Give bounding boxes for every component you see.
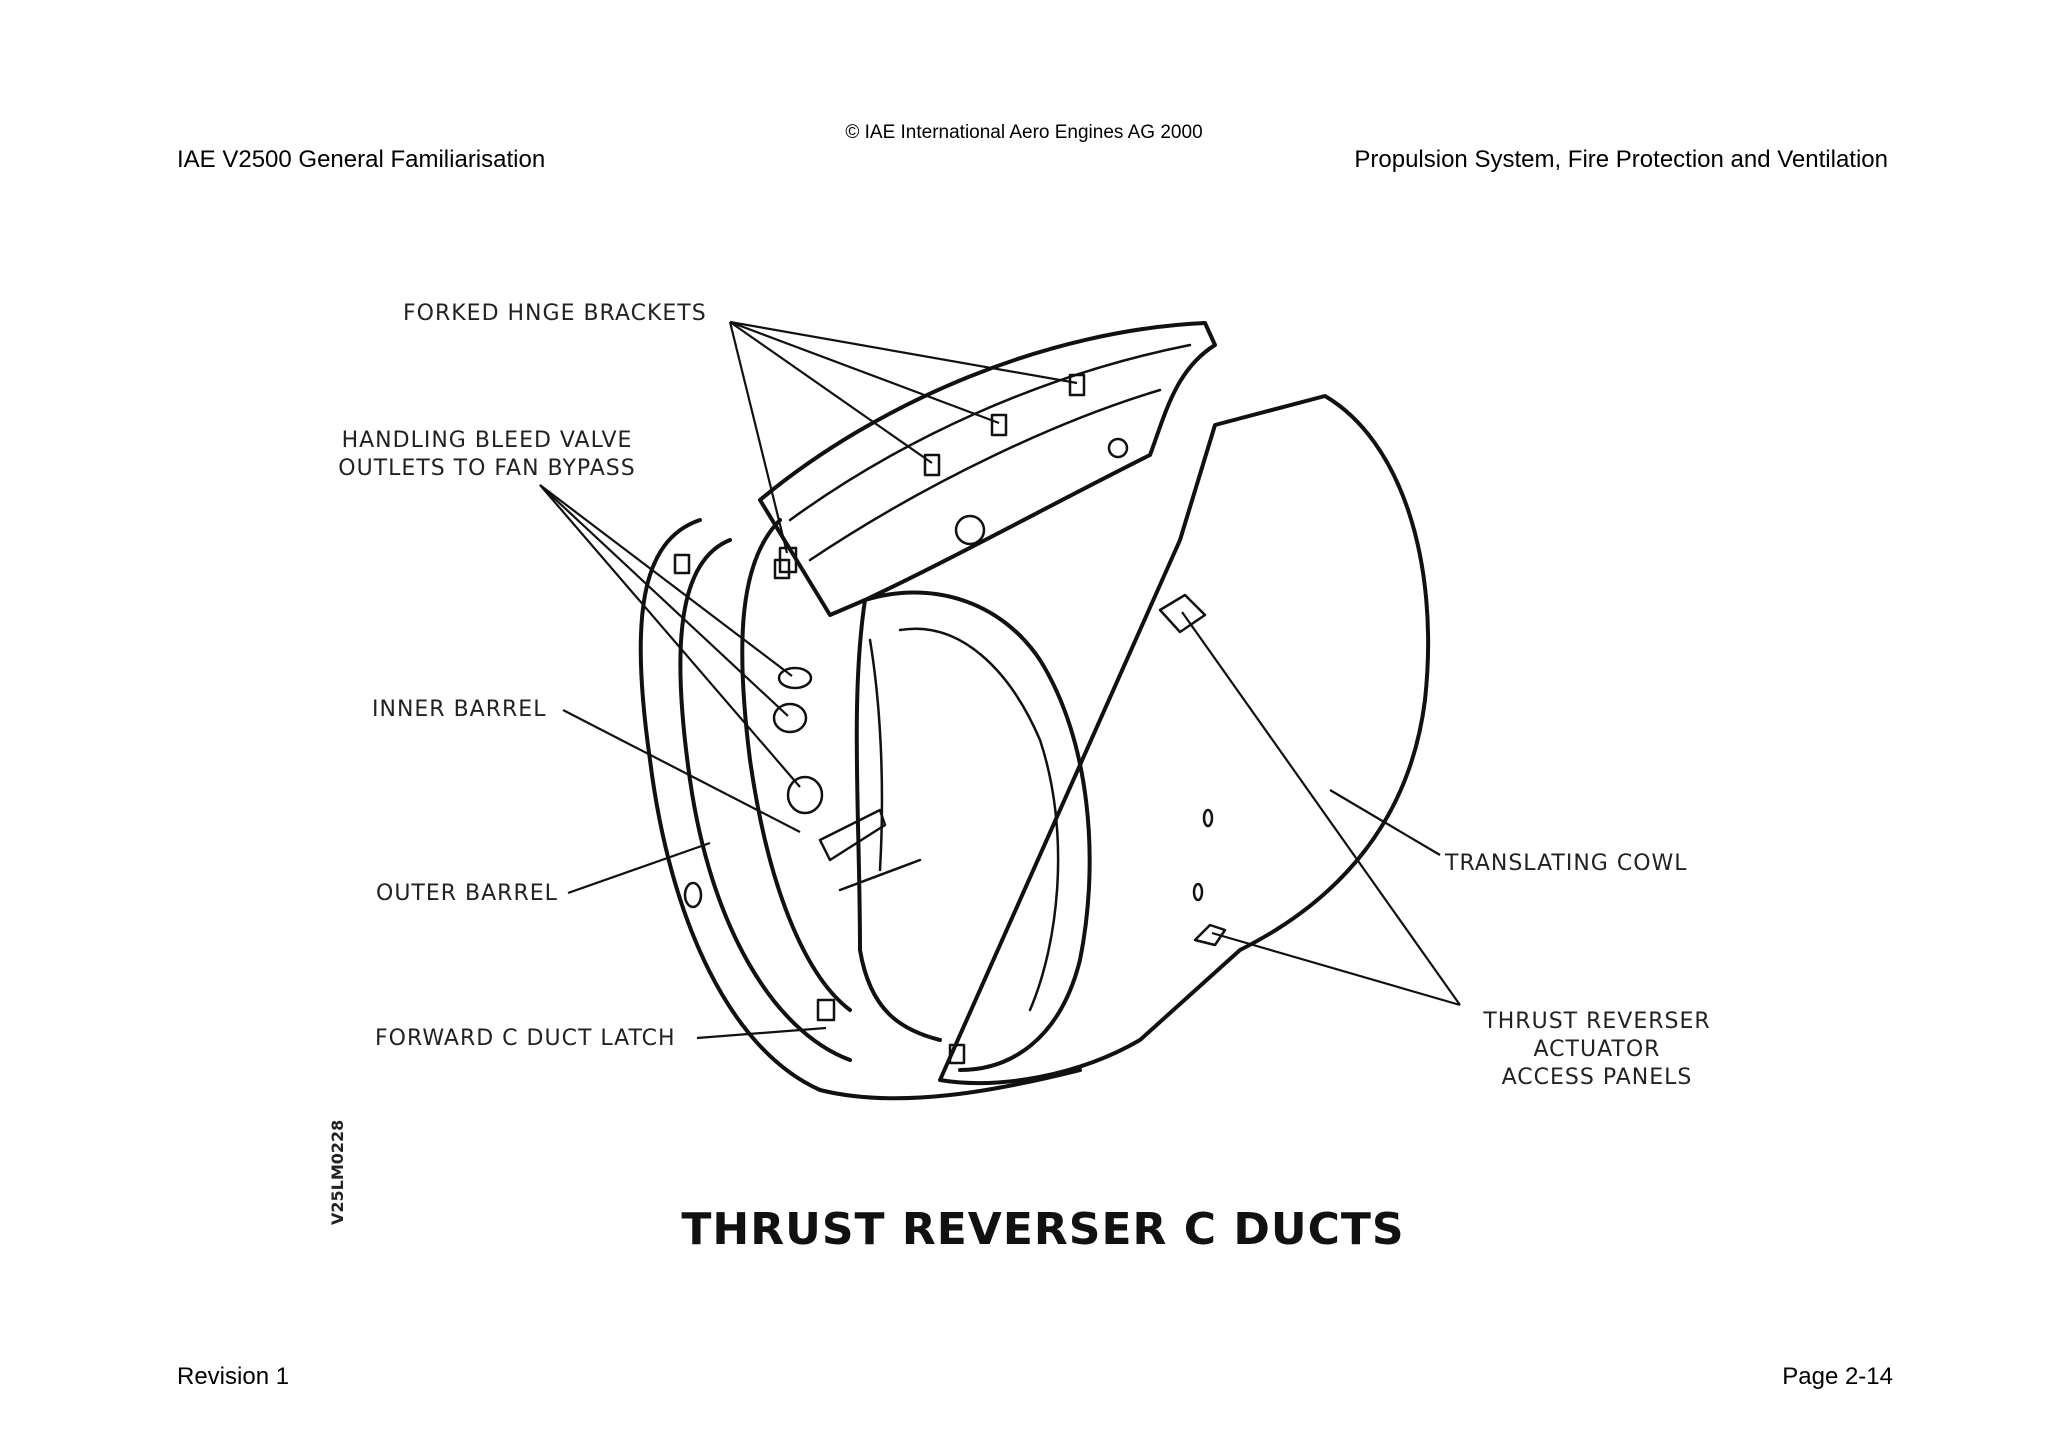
header-section-title: Propulsion System, Fire Protection and V… xyxy=(1354,146,1888,173)
label-forward-c-duct-latch: FORWARD C DUCT LATCH xyxy=(375,1026,676,1051)
leader-lines xyxy=(539,320,1461,1040)
lower-access-panel-shape xyxy=(1193,923,1227,947)
label-actuator: ACTUATOR xyxy=(1534,1037,1661,1062)
label-outlets-to-fan-bypass: OUTLETS TO FAN BYPASS xyxy=(338,456,635,481)
figure-code: V25LM0228 xyxy=(328,1120,347,1225)
footer-page-number: Page 2-14 xyxy=(1782,1363,1893,1390)
figure-title: THRUST REVERSER C DUCTS xyxy=(681,1204,1404,1255)
label-inner-barrel: INNER BARREL xyxy=(372,697,546,722)
label-translating-cowl: TRANSLATING COWL xyxy=(1444,851,1688,876)
label-access-panels: ACCESS PANELS xyxy=(1502,1065,1693,1090)
c-duct-drawing xyxy=(638,518,1092,1101)
header-document-title: IAE V2500 General Familiarisation xyxy=(177,146,546,173)
label-forked-hinge-brackets: FORKED HNGE BRACKETS xyxy=(403,301,707,326)
translating-cowl-drawing xyxy=(938,394,1431,1086)
footer-revision: Revision 1 xyxy=(177,1363,290,1390)
label-thrust-reverser: THRUST REVERSER xyxy=(1482,1009,1710,1034)
upper-access-panel-shape xyxy=(1158,593,1207,634)
copyright-notice: © IAE International Aero Engines AG 2000 xyxy=(845,122,1203,143)
label-handling-bleed-valve: HANDLING BLEED VALVE xyxy=(342,428,633,453)
label-outer-barrel: OUTER BARREL xyxy=(376,881,558,906)
